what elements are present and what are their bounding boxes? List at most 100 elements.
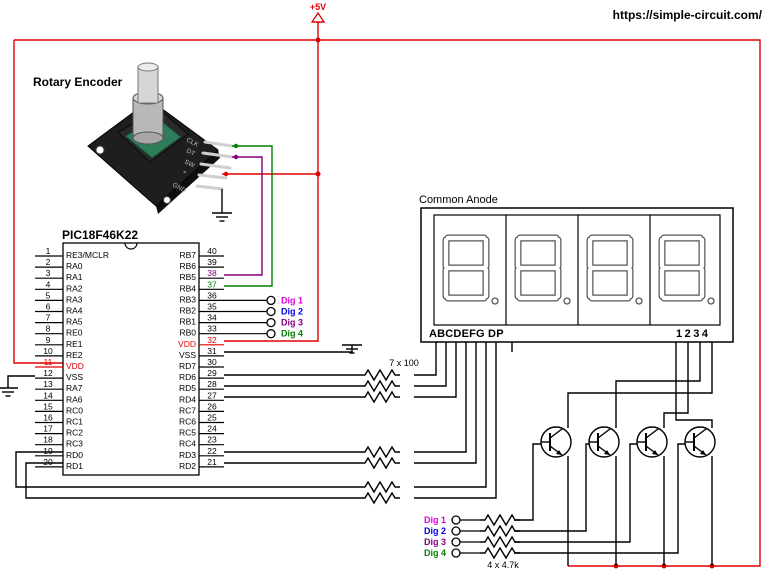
mcu-right-pin-number: 34 — [207, 313, 217, 323]
mcu-right-pin-name: RB0 — [179, 328, 196, 338]
encoder-pin-dt: DT — [185, 148, 196, 158]
mcu-right-pin-name: RC6 — [179, 417, 196, 427]
mcu-right-pin-name: RD2 — [179, 461, 196, 471]
dig-output-label: Dig 4 — [281, 329, 303, 339]
transistor-1 — [540, 426, 572, 458]
mcu-left-pin-name: RC3 — [66, 439, 83, 449]
mcu-left-pin-name: RA1 — [66, 272, 83, 282]
dig-output-label: Dig 3 — [281, 318, 303, 328]
mcu-right-pin-number: 26 — [207, 401, 217, 411]
mcu-left-pin-name: RC0 — [66, 405, 83, 415]
mcu-left-pin-name: RA0 — [66, 261, 83, 271]
mcu-left-pin-name: RA5 — [66, 317, 83, 327]
mcu-right-pin-name: RC5 — [179, 428, 196, 438]
mcu-right-pin-number: 32 — [207, 335, 217, 345]
mcu-right-pin-name: VDD — [178, 339, 196, 349]
mcu-right-pin-name: RB6 — [179, 261, 196, 271]
transistor-4 — [684, 426, 716, 458]
segment-resistor-label: 7 x 100 — [389, 358, 419, 368]
dig-input-terminal — [451, 537, 461, 547]
dig-output-terminal — [266, 295, 276, 306]
resistor-seg-e — [359, 457, 401, 469]
mcu-left-pin-number: 8 — [46, 324, 51, 334]
base-resistor-label: 4 x 4.7k — [487, 560, 519, 570]
dig-input-label: Dig 1 — [424, 515, 446, 525]
digit-pin-labels: 1234 — [676, 328, 710, 340]
mcu-left-pin-name: RE1 — [66, 339, 83, 349]
resistor-seg-c — [359, 391, 401, 403]
mcu-left-pin-number: 20 — [43, 457, 53, 467]
mcu-right-pin-name: RB5 — [179, 272, 196, 282]
mcu-right-pin-number: 30 — [207, 357, 217, 367]
mcu-right-pin-number: 24 — [207, 424, 217, 434]
encoder-title: Rotary Encoder — [33, 75, 123, 89]
mcu-left-pin-name: RD0 — [66, 450, 83, 460]
mcu-left-pin-number: 10 — [43, 346, 53, 356]
mcu-left-pin-name: RA2 — [66, 283, 83, 293]
dig-input-label: Dig 2 — [424, 526, 446, 536]
mcu-left-pin-number: 4 — [46, 279, 51, 289]
mcu-left-pin-name: RE3/MCLR — [66, 250, 109, 260]
mcu-right-pin-name: RD7 — [179, 361, 196, 371]
mcu-left-pin-name: RA7 — [66, 383, 83, 393]
mcu-right-pin-number: 36 — [207, 290, 217, 300]
segment-pin-labels: ABCDEFG DP — [429, 328, 504, 340]
supply-symbol: +5V — [310, 2, 326, 23]
dig-output-terminal — [266, 306, 276, 317]
mcu-right-pin-number: 39 — [207, 257, 217, 267]
mcu-right-pin-name: RB7 — [179, 250, 196, 260]
resistor-seg-g — [359, 492, 401, 504]
website-label: https://simple-circuit.com/ — [613, 8, 763, 22]
dig-output-label: Dig 1 — [281, 295, 303, 305]
ground-vss-left — [0, 387, 19, 397]
seven-segment-display: Common Anode ABCDEFG DP 1234 — [419, 194, 734, 343]
mcu-right-pin-name: RC7 — [179, 405, 196, 415]
transistor-2 — [588, 426, 620, 458]
mcu-left-pin-number: 3 — [46, 268, 51, 278]
transistor-wires — [514, 342, 713, 566]
mcu-left-pin-number: 12 — [43, 368, 53, 378]
mcu-left-pin-name: RA4 — [66, 306, 83, 316]
mcu-right-pin-number: 38 — [207, 268, 217, 278]
mcu-left-pin-number: 14 — [43, 390, 53, 400]
segment-wires — [15, 342, 513, 499]
mcu-right-pin-name: RD3 — [179, 450, 196, 460]
mcu-left-pin-number: 11 — [44, 357, 53, 367]
mcu-left-pin-name: RE0 — [66, 328, 83, 338]
mcu-right-pin-number: 40 — [207, 246, 217, 256]
ground-encoder — [211, 212, 233, 222]
wire-encoder-clk — [224, 145, 273, 287]
mcu-left-pin-name: RA6 — [66, 394, 83, 404]
mcu-right-pin-number: 31 — [207, 346, 217, 356]
mcu-left-pin-number: 16 — [43, 413, 53, 423]
mcu-right-pin-name: RC4 — [179, 439, 196, 449]
mcu-left-pin-name: RE2 — [66, 350, 83, 360]
mcu-right-pin-name: RB4 — [179, 283, 196, 293]
mcu-right-pin-name: VSS — [179, 350, 196, 360]
mcu-right-pin-number: 27 — [207, 390, 217, 400]
dig-output-terminal — [266, 329, 276, 339]
mcu-left-pin-number: 19 — [43, 446, 53, 456]
mcu-right-pin-name: RB2 — [179, 306, 196, 316]
resistor-seg-f — [359, 481, 401, 493]
mcu-right-pin-number: 28 — [207, 379, 217, 389]
mcu-right-pin-number: 33 — [207, 324, 217, 334]
mcu-left-pin-number: 7 — [46, 313, 51, 323]
mcu-right-pin-name: RB3 — [179, 294, 196, 304]
wire-vss-right — [224, 345, 353, 353]
encoder-pin-plus: + — [181, 169, 188, 177]
mcu-right-pin-number: 22 — [207, 446, 217, 456]
resistor-seg-d — [359, 446, 401, 458]
resistor-seg-a — [359, 369, 401, 381]
mcu-right-pin-number: 37 — [207, 279, 217, 289]
mcu-right-pin-number: 25 — [207, 413, 217, 423]
mcu-left-pin-name: RD1 — [66, 461, 83, 471]
wire-vss-left — [7, 375, 35, 388]
mcu-left-pin-number: 1 — [46, 246, 51, 256]
mcu-left-pin-number: 9 — [46, 335, 51, 345]
supply-label: +5V — [310, 2, 326, 12]
mcu-left-pin-number: 15 — [43, 401, 53, 411]
dig-output-terminal — [266, 317, 276, 328]
dig-input-label: Dig 4 — [424, 548, 446, 558]
